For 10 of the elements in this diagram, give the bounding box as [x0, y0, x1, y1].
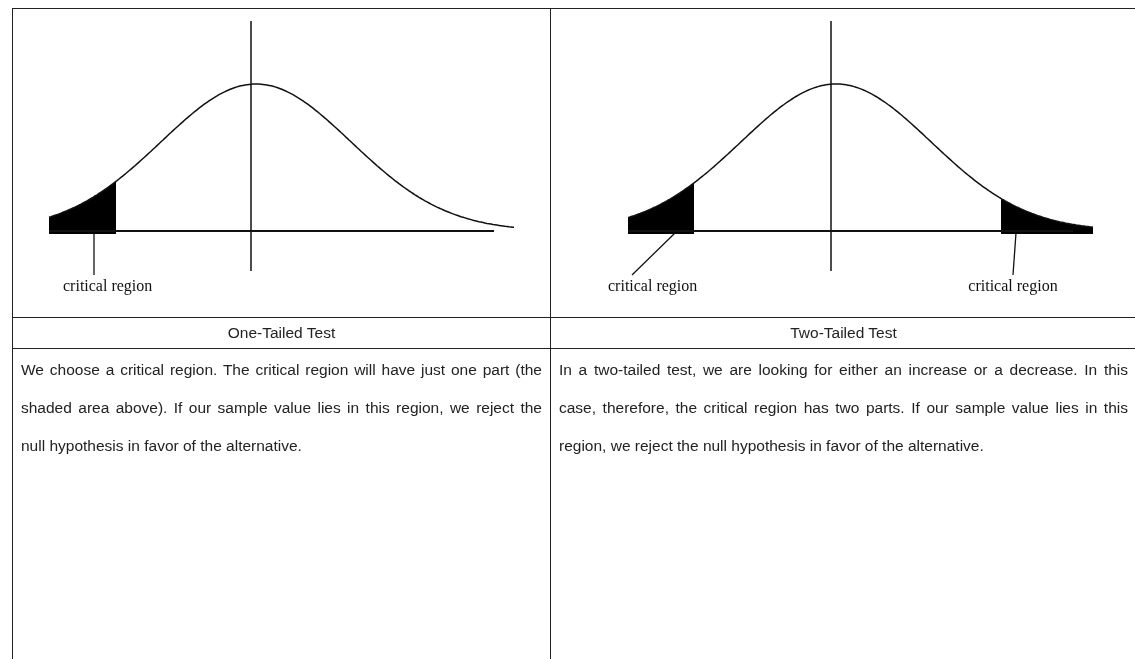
region-label: critical region: [63, 271, 193, 301]
description-text: We choose a critical region. The critical region will have just one part (the shaded area above). If our sample value lies in this region, we reject the null hypothesis in favor of the alternative.: [21, 360, 542, 456]
description-text: In a two-tailed test, we are looking for either an increase or a decrease. In this case, therefore, the critical region has two parts. If our sample value lies in this region, we reject the null hypothesis in favor of the alternative.: [559, 360, 1128, 456]
leader-line: [1012, 232, 1017, 276]
column-heading: One-Tailed Test: [226, 323, 337, 343]
leader-line: [631, 232, 676, 276]
region-label: critical region: [608, 271, 738, 301]
leader-line: [93, 232, 95, 276]
region-label: critical region: [968, 271, 1058, 301]
column-heading: Two-Tailed Test: [789, 323, 898, 343]
